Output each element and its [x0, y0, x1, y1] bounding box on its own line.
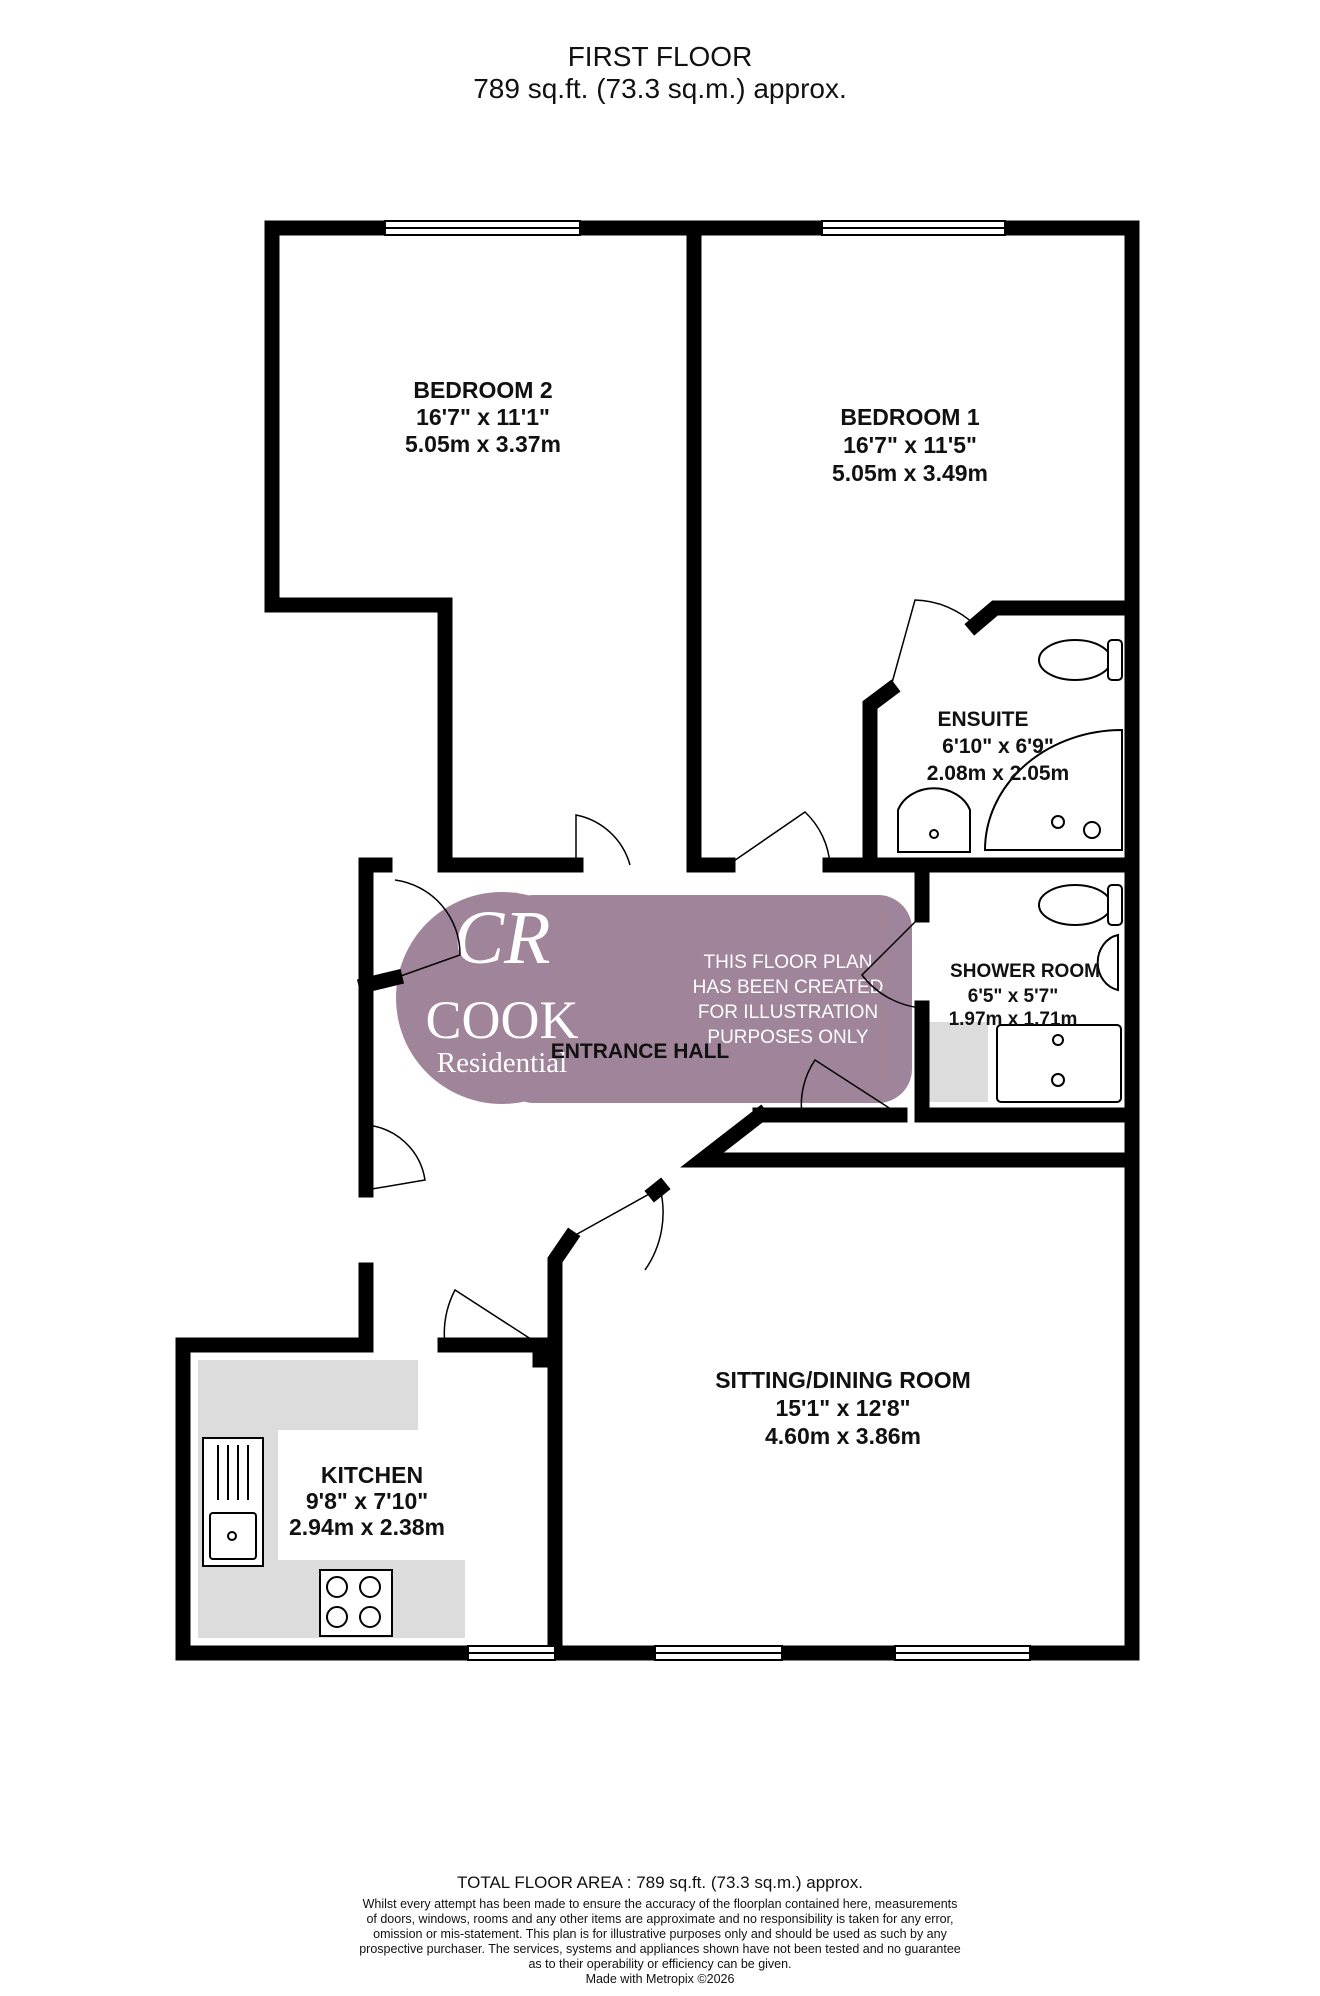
- watermark-brand: COOK: [425, 990, 578, 1050]
- floor-title: FIRST FLOOR: [567, 41, 753, 72]
- walls: [175, 220, 1140, 1661]
- kitchen-hob: [319, 1569, 393, 1637]
- entrance-hall-name: ENTRANCE HALL: [551, 1040, 730, 1063]
- kitchen-sink: [202, 1437, 264, 1567]
- door-shower: [861, 914, 923, 1009]
- shower-room-toilet: [1038, 884, 1123, 926]
- wall-ensuite-north: [964, 600, 1140, 636]
- door-cupboard-right: [800, 1058, 901, 1116]
- door-cupboard: [394, 879, 461, 979]
- bedroom2-imperial: 16'7" x 11'1": [416, 404, 550, 430]
- ensuite-shower: [983, 728, 1123, 851]
- door-bedroom2: [575, 814, 631, 866]
- wall-bedroom2-west: [264, 220, 453, 868]
- shower-room-metric: 1.97m x 1.71m: [949, 1009, 1078, 1030]
- bedroom2-name: BEDROOM 2: [413, 377, 552, 403]
- disclaimer-line: omission or mis-statement. This plan is …: [373, 1927, 947, 1941]
- watermark-line: FOR ILLUSTRATION: [698, 1002, 878, 1023]
- wall-shower-west: [914, 1000, 1140, 1123]
- kitchen-worktops: [198, 1022, 988, 1638]
- watermark-line: PURPOSES ONLY: [707, 1027, 869, 1048]
- watermark: CR COOK Residential THIS FLOOR PLAN HAS …: [396, 892, 912, 1104]
- wall-cupboard: [356, 968, 405, 995]
- bedroom2-metric: 5.05m x 3.37m: [405, 431, 561, 457]
- door-hall-closet: [365, 1124, 426, 1191]
- shower-room-tray: [996, 1024, 1122, 1103]
- door-kitchen: [443, 1288, 541, 1346]
- disclaimer-line: of doors, windows, rooms and any other i…: [366, 1912, 954, 1926]
- wall-corridor: [680, 1104, 1140, 1168]
- kitchen-metric: 2.94m x 2.38m: [289, 1514, 445, 1540]
- shower-room-name: SHOWER ROOM: [950, 961, 1100, 982]
- wall-bed1-bed2: [686, 220, 736, 873]
- shower-room-imperial: 6'5" x 5'7": [968, 986, 1058, 1007]
- ensuite-toilet: [1038, 639, 1123, 681]
- wall-hall-west: [358, 857, 393, 1198]
- bedroom1-name: BEDROOM 1: [840, 404, 980, 430]
- ensuite-shower-drain: [1051, 815, 1065, 829]
- disclaimer-line: prospective purchaser. The services, sys…: [359, 1942, 961, 1956]
- kitchen-name: KITCHEN: [321, 1462, 423, 1488]
- wall-sitting-west: [547, 1227, 581, 1661]
- watermark-line: THIS FLOOR PLAN: [704, 952, 873, 973]
- disclaimer-line: as to their operability or efficiency ca…: [528, 1957, 792, 1971]
- ensuite-shower-valve: [1083, 821, 1101, 839]
- bedroom1-imperial: 16'7" x 11'5": [843, 432, 977, 458]
- watermark-line: HAS BEEN CREATED: [693, 977, 884, 998]
- credit: Made with Metropix ©2026: [585, 1972, 735, 1986]
- sitting-room-imperial: 15'1" x 12'8": [775, 1395, 910, 1421]
- door-sitting: [569, 1186, 664, 1271]
- kitchen-imperial: 9'8" x 7'10": [306, 1488, 428, 1514]
- door-ensuite: [889, 599, 976, 691]
- wall-ensuite-west: [862, 679, 901, 873]
- ensuite-imperial: 6'10" x 6'9": [942, 735, 1054, 758]
- disclaimer: Whilst every attempt has been made to en…: [300, 1897, 1020, 1987]
- windows: [384, 220, 1031, 1661]
- sitting-room-metric: 4.60m x 3.86m: [765, 1423, 921, 1449]
- ensuite-name: ENSUITE: [937, 708, 1028, 731]
- disclaimer-line: Whilst every attempt has been made to en…: [362, 1897, 958, 1911]
- ensuite-sink: [897, 787, 971, 853]
- watermark-logo-circle: [396, 892, 608, 1104]
- bedroom1-metric: 5.05m x 3.49m: [832, 460, 988, 486]
- wall-south: [175, 1337, 1140, 1661]
- floor-area: 789 sq.ft. (73.3 sq.m.) approx.: [473, 73, 847, 104]
- total-floor-area: TOTAL FLOOR AREA : 789 sq.ft. (73.3 sq.m…: [457, 1873, 863, 1892]
- watermark-banner: [500, 895, 912, 1103]
- watermark-sub: Residential: [437, 1047, 567, 1079]
- sitting-room-name: SITTING/DINING ROOM: [715, 1367, 971, 1393]
- watermark-monogram: CR: [453, 896, 550, 980]
- fixtures: [202, 639, 1123, 1637]
- shower-room-basin: [1096, 933, 1119, 992]
- door-bedroom1: [727, 811, 831, 866]
- room-labels: BEDROOM 2 16'7" x 11'1" 5.05m x 3.37m BE…: [289, 377, 1100, 1540]
- ensuite-metric: 2.08m x 2.05m: [927, 762, 1069, 785]
- doors: [365, 599, 976, 1346]
